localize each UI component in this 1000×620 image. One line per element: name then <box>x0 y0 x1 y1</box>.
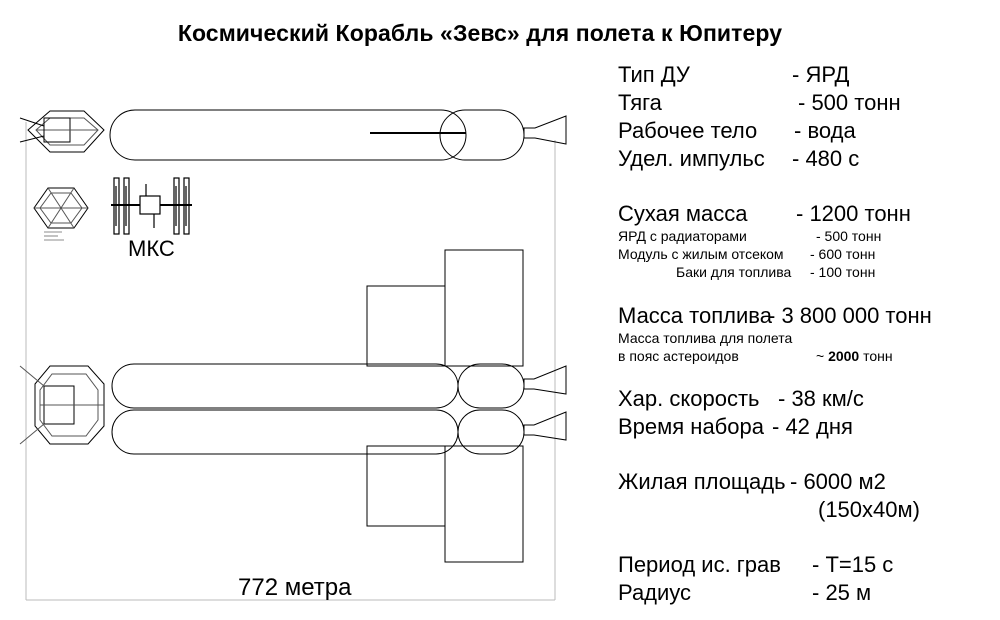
habitat-front-view <box>33 187 89 241</box>
radiator-right-lower <box>444 445 524 563</box>
tank-end-lower <box>457 409 525 455</box>
habitat-module-top <box>19 110 105 153</box>
radiator-left-upper <box>366 285 446 367</box>
fuel-tank-top <box>109 109 467 161</box>
ship-assembly-view <box>19 249 567 563</box>
fuel-tank-lower <box>111 409 459 455</box>
ship-side-view <box>19 109 567 161</box>
fuel-note-value: ~ 2000 тонн <box>816 348 893 364</box>
frame-lines <box>25 122 556 601</box>
fuel-tank-upper <box>111 363 459 409</box>
tank-end-top <box>439 109 525 161</box>
spacecraft-drawing <box>19 109 567 601</box>
iss-label: МКС <box>128 236 175 261</box>
radiator-left-lower <box>366 445 446 527</box>
radiator-right-upper <box>444 249 524 367</box>
ship-length-label: 772 метра <box>238 574 352 601</box>
iss-miniature <box>111 177 192 235</box>
page-title: Космический Корабль «Зевс» для полета к … <box>177 20 783 46</box>
habitat-module-large <box>19 365 105 445</box>
nozzle-upper <box>523 365 567 395</box>
nozzle-top <box>523 115 567 145</box>
nozzle-lower <box>523 411 567 441</box>
specs-panel: Тип ДУ - ЯРД Тяга - 500 тонн Рабочее тел… <box>618 62 932 605</box>
tank-end-upper <box>457 363 525 409</box>
